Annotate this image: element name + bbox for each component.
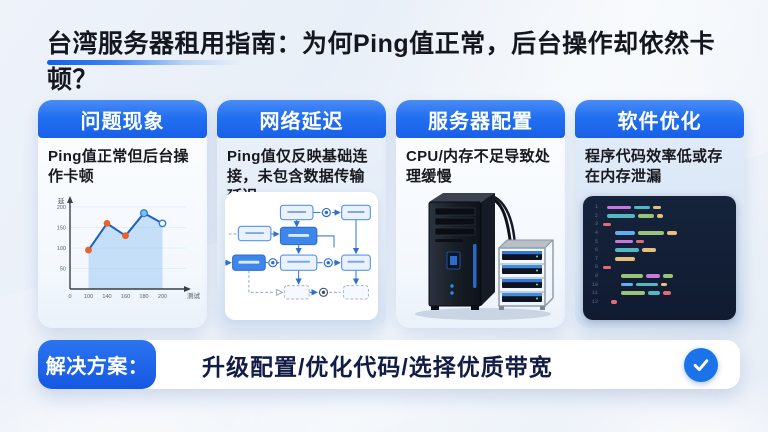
svg-text:150: 150 [57, 226, 66, 232]
card-problem-header: 问题现象 [38, 100, 207, 138]
card-server-text: CPU/内存不足导致处理缓慢 [406, 148, 551, 185]
solution-bar: 解决方案： 升级配置/优化代码/选择优质带宽 [38, 340, 740, 389]
server-photo-wrap [396, 186, 565, 322]
svg-text:200: 200 [158, 294, 167, 300]
svg-text:140: 140 [102, 294, 111, 300]
svg-text:180: 180 [139, 294, 148, 300]
network-flowchart-graphic [225, 204, 371, 300]
checkmark-glyph [693, 358, 709, 371]
card-software-text: 程序代码效率低或存在内存泄漏 [585, 148, 723, 185]
svg-text:200: 200 [57, 205, 66, 211]
svg-text:160: 160 [121, 294, 130, 300]
server-hardware-graphic [414, 193, 554, 320]
flowchart-panel [225, 192, 378, 320]
card-network-latency: 网络延迟 Ping值仅反映基础连接，未包含数据传输延迟 [217, 100, 386, 328]
card-server-header: 服务器配置 [396, 100, 565, 138]
cards-row: 问题现象 Ping值正常但后台操作卡顿 200 150 100 50 0 100 140 16… [38, 100, 744, 328]
title-underline [47, 60, 242, 65]
svg-text:100: 100 [84, 294, 93, 300]
card-server-config: 服务器配置 CPU/内存不足导致处理缓慢 [396, 100, 565, 328]
svg-text:测试: 测试 [187, 291, 201, 300]
card-problem: 问题现象 Ping值正常但后台操作卡顿 200 150 100 50 0 100 140 16… [38, 100, 207, 328]
check-circle-icon [684, 347, 718, 382]
svg-text:0: 0 [68, 294, 71, 300]
page-title: 台湾服务器租用指南：为何Ping值正常，后台操作却依然卡顿？ [47, 30, 716, 94]
solution-text: 升级配置/优化代码/选择优质带宽 [202, 353, 553, 380]
card-software-header: 软件优化 [575, 100, 744, 138]
svg-text:100: 100 [57, 246, 66, 252]
svg-text:延: 延 [58, 196, 65, 205]
solution-label-pill: 解决方案： [38, 340, 156, 389]
card-network-header: 网络延迟 [217, 100, 386, 138]
card-problem-text: Ping值正常但后台操作卡顿 [48, 148, 189, 185]
svg-text:50: 50 [60, 267, 66, 273]
